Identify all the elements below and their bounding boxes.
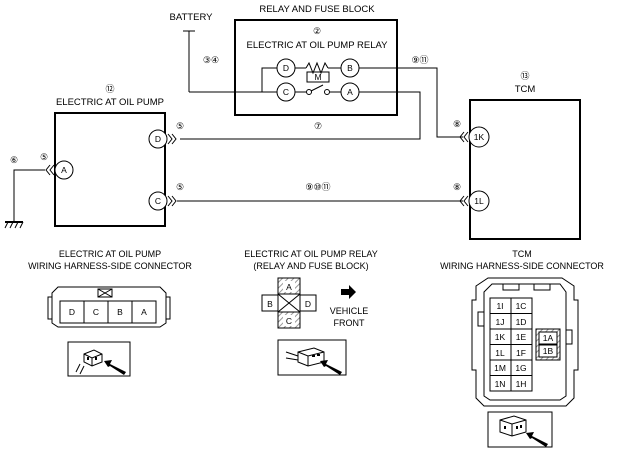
tcm-connector-pin-1c: 1C	[516, 301, 527, 311]
tcm-connector-pin-1i: 1I	[496, 301, 503, 311]
callout-pump-c: ⑤	[176, 182, 184, 192]
pump-title: ELECTRIC AT OIL PUMP	[56, 97, 164, 108]
vehicle-front-label-1: VEHICLE	[330, 306, 369, 316]
pump-pin-a-label: A	[61, 165, 67, 175]
callout-pump-d: ⑤	[176, 121, 184, 131]
callout-pump-a: ⑤	[40, 152, 48, 162]
relay-title: ELECTRIC AT OIL PUMP RELAY	[247, 40, 389, 51]
tcm-1l-connector-chevron	[459, 195, 469, 207]
pump-connector-title-2: WIRING HARNESS-SIDE CONNECTOR	[28, 261, 192, 271]
relay-pin-b-label: B	[347, 63, 353, 73]
tcm-connector-pin-1f: 1F	[516, 348, 526, 358]
tcm-pin-1k	[468, 126, 490, 148]
tcm-box	[469, 99, 581, 240]
ground-symbol	[4, 221, 24, 229]
pump-pin-d-label: D	[155, 134, 161, 144]
tcm-pin-1l	[468, 190, 490, 212]
pump-connector-title-1: ELECTRIC AT OIL PUMP	[59, 249, 161, 259]
tcm-connector-side-block	[535, 328, 561, 361]
tcm-connector-pin-1h: 1H	[516, 379, 527, 389]
callout-tcm-k: ⑧	[453, 119, 461, 129]
relay-d-to-c-wire	[261, 67, 277, 93]
pump-pin-d	[148, 129, 168, 149]
tcm-title: TCM	[515, 84, 536, 95]
tcm-ref-number: ⑬	[520, 71, 529, 81]
battery-terminal	[183, 30, 195, 92]
callout-battery-wire: ③④	[203, 55, 219, 65]
tcm-connector-pin-1g: 1G	[515, 363, 526, 373]
pump-d-connector-chevron	[167, 133, 177, 145]
relay-connector-pin-a: A	[286, 282, 292, 292]
tcm-connector-pin-1a: 1A	[543, 333, 554, 343]
pump-connector-pin-b: B	[117, 307, 123, 317]
tcm-connector-title-2: WIRING HARNESS-SIDE CONNECTOR	[440, 261, 604, 271]
tcm-connector-pin-1k: 1K	[495, 332, 506, 342]
pump-ref-number: ⑫	[105, 84, 114, 94]
relay-pin-d-label: D	[283, 63, 289, 73]
vehicle-front-label-2: FRONT	[334, 318, 365, 328]
tcm-connector-pin-1b: 1B	[543, 346, 554, 356]
relay-connector-title-1: ELECTRIC AT OIL PUMP RELAY	[244, 249, 378, 259]
relay-connector-face	[261, 277, 317, 329]
tcm-connector-view-icon	[487, 411, 553, 448]
tcm-connector-pin-1n: 1N	[495, 379, 506, 389]
pump-connector-pin-c: C	[93, 307, 99, 317]
callout-ground: ⑥	[10, 155, 18, 165]
tcm-connector-pin-1j: 1J	[496, 317, 505, 327]
pump-c-connector-chevron	[167, 195, 177, 207]
tcm-pin-1k-label: 1K	[474, 132, 485, 142]
callout-relay-to-tcm: ⑨⑪	[411, 55, 428, 65]
pump-connector-face	[47, 286, 171, 328]
ground-wire	[13, 169, 45, 222]
pump-pin-a	[54, 160, 74, 180]
relay-pin-c-label: C	[283, 87, 289, 97]
pump-a-connector-chevron	[45, 164, 55, 176]
pump-pin-c	[148, 191, 168, 211]
relay-pin-a-label: A	[347, 87, 353, 97]
tcm-connector-pin-1m: 1M	[494, 363, 506, 373]
callout-wire-c: ⑨⑩⑪	[305, 182, 330, 192]
relay-coil-m-label: M	[314, 72, 321, 82]
pump-connector-view-icon	[67, 341, 131, 377]
callout-wire-d: ⑦	[314, 121, 322, 131]
battery-label: BATTERY	[170, 12, 214, 23]
pump-connector-pin-d: D	[69, 307, 75, 317]
relay-connector-pin-b: B	[267, 299, 273, 309]
relay-connector-view-icon	[277, 339, 347, 376]
tcm-connector-title-1: TCM	[512, 249, 532, 259]
relay-connector-pin-c: C	[286, 316, 292, 326]
callout-tcm-l: ⑧	[453, 182, 461, 192]
pump-pin-c-label: C	[155, 196, 161, 206]
relay-ref-number: ②	[313, 26, 321, 36]
tcm-connector-pin-1d: 1D	[516, 317, 527, 327]
relay-connector-title-2: (RELAY AND FUSE BLOCK)	[253, 261, 368, 271]
relay-switch	[295, 84, 341, 95]
tcm-connector-pin-1e: 1E	[516, 332, 527, 342]
pump-connector-pin-a: A	[141, 307, 147, 317]
tcm-connector-pin-1l: 1L	[495, 348, 505, 358]
tcm-pin-1l-label: 1L	[474, 196, 484, 206]
tcm-connector-pin-grid	[490, 298, 532, 391]
tcm-1k-connector-chevron	[459, 131, 469, 143]
relay-fuse-block-label: RELAY AND FUSE BLOCK	[259, 4, 375, 15]
relay-coil: M	[295, 61, 341, 83]
relay-b-to-tcm-wire	[359, 67, 463, 138]
relay-a-to-pump-wire	[180, 91, 421, 140]
relay-connector-pin-d: D	[305, 299, 311, 309]
vehicle-front-arrow-icon	[341, 285, 356, 299]
